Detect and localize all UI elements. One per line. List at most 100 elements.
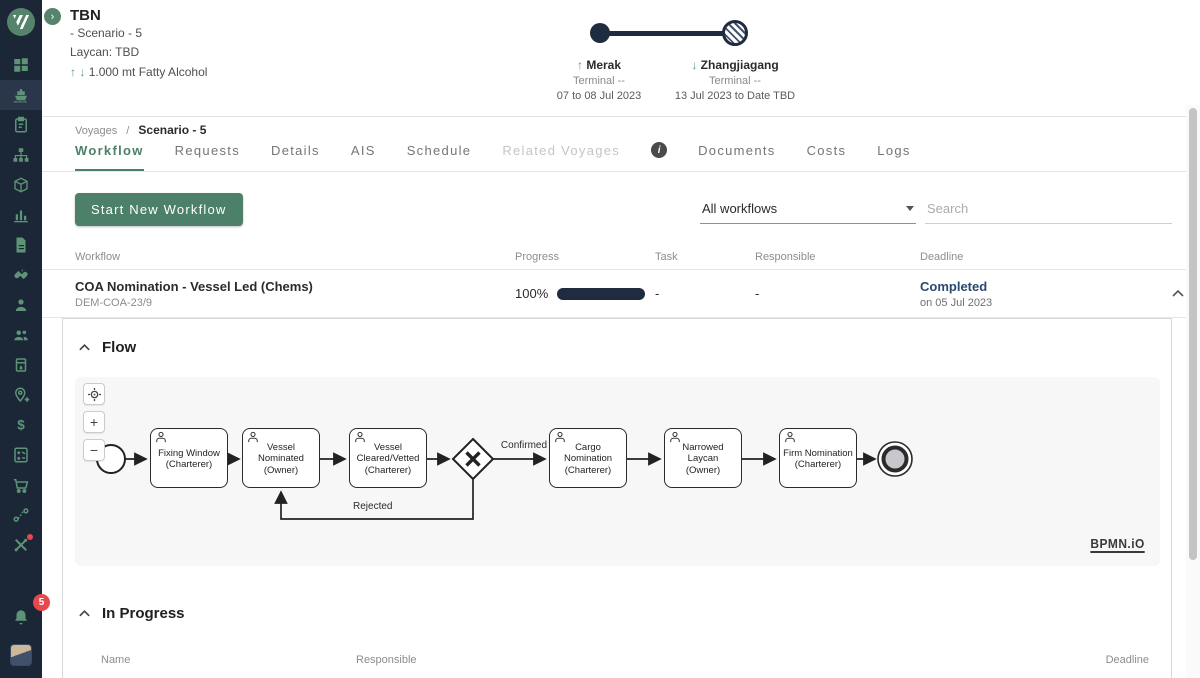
discharge-port-dot — [722, 20, 748, 46]
breadcrumb: Voyages / Scenario - 5 — [75, 123, 206, 137]
edge-label-confirmed: Confirmed — [500, 440, 548, 451]
sidebar-expand-button[interactable]: › — [44, 8, 61, 25]
tab-costs[interactable]: Costs — [806, 143, 847, 158]
col-deadline: Deadline — [1105, 654, 1149, 666]
start-new-workflow-button[interactable]: Start New Workflow — [75, 193, 243, 226]
breadcrumb-separator: / — [126, 125, 130, 137]
users-icon[interactable] — [0, 320, 42, 350]
task-role: (Charterer) — [364, 464, 412, 476]
task-name: Cargo Nomination — [563, 441, 613, 465]
load-direction-icon: ↑ — [576, 58, 583, 72]
bpmn-io-logo[interactable]: BPMN.iO — [1090, 536, 1145, 553]
scrollbar-track[interactable] — [1186, 105, 1200, 678]
discharge-port-label: ↓ Zhangjiagang Terminal -- 13 Jul 2023 t… — [655, 58, 815, 102]
flow-section-header[interactable]: Flow — [78, 339, 136, 356]
tab-workflow[interactable]: Workflow — [75, 143, 144, 171]
in-progress-section-header[interactable]: In Progress — [78, 605, 185, 622]
voyage-header: › TBN - Scenario - 5 Laycan: TBD ↑ ↓ 1.0… — [42, 0, 1200, 117]
location-pin-add-icon[interactable] — [0, 380, 42, 410]
in-progress-section-title: In Progress — [102, 605, 185, 622]
user-task-icon — [785, 431, 795, 443]
bpmn-task-cargo-nomination[interactable]: Cargo Nomination (Charterer) — [549, 428, 627, 488]
workflow-table-row[interactable]: COA Nomination - Vessel Led (Chems) DEM-… — [42, 270, 1200, 318]
cargo-quantity: ↑ ↓ 1.000 mt Fatty Alcohol — [70, 65, 207, 79]
shopping-cart-icon[interactable] — [0, 470, 42, 500]
col-workflow: Workflow — [75, 251, 121, 263]
load-port-name: Merak — [586, 58, 622, 72]
user-task-icon — [355, 431, 365, 443]
task-role: (Charterer) — [794, 459, 842, 470]
search-input[interactable] — [925, 197, 1172, 224]
tab-documents[interactable]: Documents — [698, 143, 776, 158]
route-line — [608, 31, 725, 36]
col-responsible: Responsible — [755, 251, 816, 263]
task-name: Firm Nomination — [783, 447, 853, 459]
route-waypoints-icon[interactable] — [0, 500, 42, 530]
progress-bar — [557, 287, 646, 300]
fuel-drum-icon[interactable] — [0, 350, 42, 380]
bpmn-task-vessel-nominated[interactable]: Vessel Nominated (Owner) — [242, 428, 320, 488]
responsible-value: - — [755, 286, 760, 301]
calculator-icon[interactable] — [0, 440, 42, 470]
dropdown-caret-icon — [906, 206, 914, 211]
breadcrumb-parent[interactable]: Voyages — [75, 125, 118, 137]
dashboard-grid-icon[interactable] — [0, 50, 42, 80]
cargo-quantity-label: 1.000 mt Fatty Alcohol — [88, 65, 208, 79]
notification-badge: 5 — [33, 594, 50, 611]
bpmn-canvas[interactable]: + − — [75, 377, 1160, 566]
bpmn-task-firm-nomination[interactable]: Firm Nomination (Charterer) — [779, 428, 857, 488]
tab-schedule[interactable]: Schedule — [406, 143, 472, 158]
bpmn-gateway — [451, 437, 495, 481]
dollar-icon[interactable]: $ — [0, 410, 42, 440]
deadline-date: on 05 Jul 2023 — [920, 296, 993, 309]
tab-ais[interactable]: AIS — [350, 143, 376, 158]
task-name: Vessel Cleared/Vetted — [356, 441, 420, 465]
user-avatar[interactable] — [10, 644, 32, 666]
tab-related-voyages: Related Voyages — [502, 143, 621, 158]
task-role: (Owner) — [685, 464, 721, 476]
collapse-row-chevron-icon[interactable] — [1156, 282, 1200, 305]
user-icon[interactable] — [0, 290, 42, 320]
voyage-subtitle: - Scenario - 5 — [70, 26, 143, 40]
workflow-filter-select[interactable]: All workflows — [700, 197, 916, 224]
load-port-dot — [590, 23, 610, 43]
progress-percent: 100% — [515, 286, 549, 301]
flow-section-title: Flow — [102, 339, 137, 356]
tab-logs[interactable]: Logs — [877, 143, 911, 158]
task-name: Narrowed Laycan — [682, 441, 724, 465]
voyage-title: TBN — [70, 7, 101, 24]
document-icon[interactable] — [0, 230, 42, 260]
task-role: (Charterer) — [564, 464, 612, 476]
zoom-out-button[interactable]: − — [83, 439, 105, 461]
task-role: (Owner) — [263, 464, 299, 476]
package-icon[interactable] — [0, 170, 42, 200]
ship-icon[interactable] — [0, 80, 42, 110]
bpmn-task-narrowed-laycan[interactable]: Narrowed Laycan (Owner) — [664, 428, 742, 488]
tools-icon[interactable] — [0, 530, 42, 560]
info-icon[interactable]: i — [651, 142, 668, 158]
workflow-name: COA Nomination - Vessel Led (Chems) — [75, 278, 313, 294]
scrollbar-thumb[interactable] — [1189, 108, 1197, 560]
clipboard-icon[interactable] — [0, 110, 42, 140]
bar-chart-icon[interactable] — [0, 200, 42, 230]
col-progress: Progress — [515, 251, 560, 263]
collapse-in-progress-chevron-icon — [79, 609, 90, 617]
discharge-dates: 13 Jul 2023 to Date TBD — [674, 90, 796, 102]
col-responsible: Responsible — [356, 654, 417, 666]
org-chart-icon[interactable] — [0, 140, 42, 170]
tab-requests[interactable]: Requests — [174, 143, 240, 158]
notifications-bell-icon[interactable]: 5 — [0, 594, 50, 630]
zoom-in-button[interactable]: + — [83, 411, 105, 433]
load-arrow-icon: ↑ — [70, 65, 76, 79]
bpmn-task-fixing-window[interactable]: Fixing Window (Charterer) — [150, 428, 228, 488]
load-terminal: Terminal -- — [573, 75, 625, 87]
app-logo[interactable] — [7, 8, 35, 36]
bpmn-task-vessel-cleared[interactable]: Vessel Cleared/Vetted (Charterer) — [349, 428, 427, 488]
col-deadline: Deadline — [920, 251, 964, 263]
reset-view-button[interactable] — [83, 383, 105, 405]
tab-details[interactable]: Details — [271, 143, 320, 158]
workflow-detail-panel: Flow + − — [62, 318, 1172, 678]
user-task-icon — [156, 431, 166, 443]
plug-icon[interactable] — [0, 260, 42, 290]
load-port-label: ↑ Merak Terminal -- 07 to 08 Jul 2023 — [537, 58, 661, 102]
